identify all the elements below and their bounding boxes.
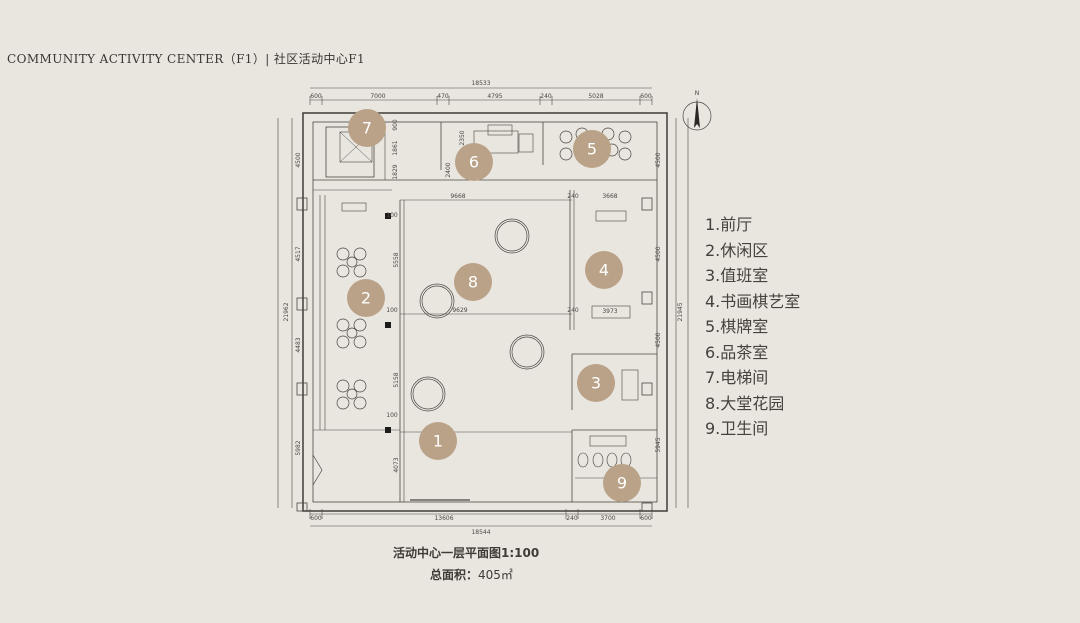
legend-item-6: 6.品茶室: [705, 342, 769, 362]
room-number-6: 6: [469, 153, 479, 172]
room-marker-6: [455, 143, 493, 181]
dim-top-seg-4: 4795: [487, 93, 502, 100]
dim-right-seg-1: 4500: [655, 152, 662, 167]
dim-top-seg-6: 5028: [588, 93, 603, 100]
legend-item-3: 3.值班室: [705, 266, 769, 285]
room-number-1: 1: [433, 432, 443, 451]
dim-right-seg-3: 4500: [655, 332, 662, 347]
legend-item-7: 7.电梯间: [705, 368, 769, 387]
legend-item-8: 8.大堂花园: [705, 393, 785, 413]
dim-small-6: 900: [392, 119, 399, 131]
dim-left-seg-1: 4500: [295, 152, 302, 167]
inner-wall: [312, 121, 658, 503]
north-label: N: [695, 90, 700, 97]
dim-small-1: 240: [567, 193, 579, 200]
room-legend: 1.前厅 2.休闲区 3.值班室 4.书画棋艺室 5.棋牌室 6.品茶室 7.电…: [705, 212, 800, 442]
dim-small-8: 1829: [392, 164, 399, 179]
room-marker-1: [419, 422, 457, 460]
plan-caption: 活动中心一层平面图1:100: [393, 546, 540, 560]
room-marker-2: [347, 279, 385, 317]
room-number-9: 9: [617, 474, 627, 493]
dim-top-seg-1: 600: [310, 93, 322, 100]
room-number-8: 8: [468, 273, 478, 292]
dim-bottom-seg-5: 600: [640, 515, 652, 522]
dim-top-seg-3: 470: [437, 93, 449, 100]
dim-small-4: 100: [386, 307, 398, 314]
dim-bottom-seg-1: 600: [310, 515, 322, 522]
dim-interior-width-4: 3973: [602, 308, 617, 315]
total-area-value: 405㎡: [478, 568, 513, 582]
dim-interior-width-1: 9668: [450, 193, 465, 200]
room-number-7: 7: [362, 119, 372, 138]
legend-item-4: 4.书画棋艺室: [705, 291, 801, 311]
dim-bottom-seg-4: 3700: [600, 515, 615, 522]
dim-small-3: 100: [386, 212, 398, 219]
dim-left-total: 21962: [283, 302, 290, 321]
room-number-4: 4: [599, 261, 609, 280]
dim-bottom-seg-3: 240: [566, 515, 578, 522]
room-number-5: 5: [587, 140, 597, 159]
dim-small-9: 2350: [459, 130, 466, 145]
room-marker-9: [603, 464, 641, 502]
dim-small-7: 1861: [392, 140, 399, 155]
legend-item-9: 9.卫生间: [705, 419, 769, 438]
dim-left-seg-4: 5982: [295, 440, 302, 455]
dim-left-seg-2: 4517: [295, 246, 302, 261]
dim-small-5: 100: [386, 412, 398, 419]
room-marker-7: [348, 109, 386, 147]
legend-item-5: 5.棋牌室: [705, 317, 769, 336]
dim-top-seg-7: 600: [640, 93, 652, 100]
room-marker-3: [577, 364, 615, 402]
dim-interior-height-1: 5558: [393, 252, 400, 267]
total-area: 总面积：405㎡: [430, 566, 513, 583]
room-number-2: 2: [361, 289, 371, 308]
dim-interior-width-3: 9629: [452, 307, 467, 314]
room-markers: 1 2 3 4 5 6 7 8 9: [347, 109, 641, 502]
total-area-label: 总面积：: [430, 568, 479, 582]
dim-bottom-seg-2: 13606: [434, 515, 453, 522]
room-marker-5: [573, 130, 611, 168]
legend-item-2: 2.休闲区: [705, 240, 769, 260]
dim-top-seg-5: 240: [540, 93, 552, 100]
dim-small-10: 2400: [445, 162, 452, 177]
room-marker-8: [454, 263, 492, 301]
dim-top-total: 18533: [471, 80, 490, 87]
room-number-3: 3: [591, 374, 601, 393]
legend-item-1: 1.前厅: [705, 215, 753, 234]
dim-bottom-total: 18544: [471, 529, 490, 536]
dim-right-seg-4: 5945: [655, 437, 662, 452]
dim-right-total: 21945: [677, 302, 684, 321]
dim-interior-height-2: 5158: [393, 372, 400, 387]
dim-interior-width-2: 3668: [602, 193, 617, 200]
dim-top-seg-2: 7000: [370, 93, 385, 100]
dim-interior-height-3: 4073: [393, 457, 400, 472]
dim-right-seg-2: 4500: [655, 246, 662, 261]
page-title: COMMUNITY ACTIVITY CENTER（F1）| 社区活动中心F1: [7, 52, 366, 66]
room-marker-4: [585, 251, 623, 289]
dim-small-2: 240: [567, 307, 579, 314]
dim-left-seg-3: 4483: [295, 337, 302, 352]
outer-wall: [302, 112, 668, 512]
